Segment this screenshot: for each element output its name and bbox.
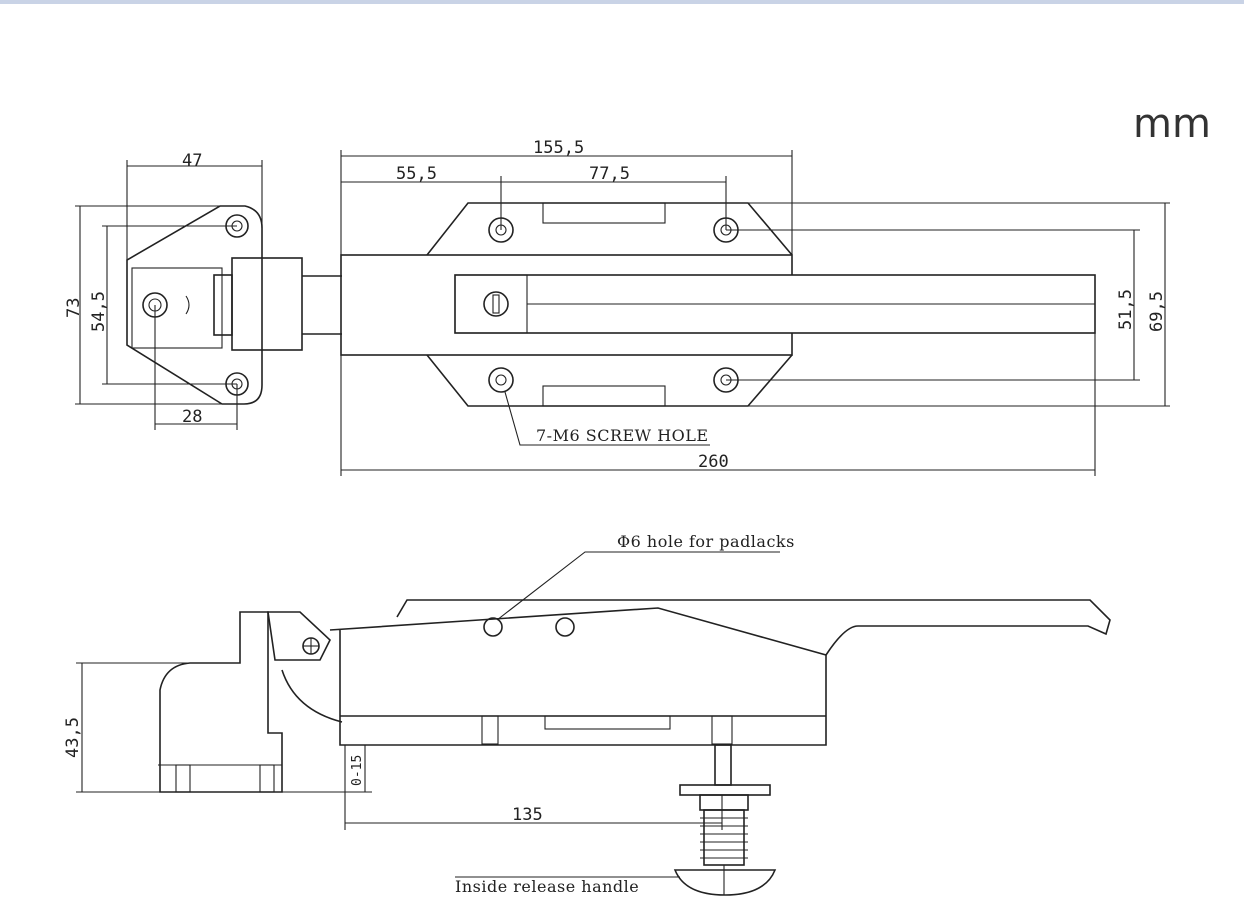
- dim-260: 260: [698, 452, 729, 472]
- dim-69-5: 69,5: [1147, 291, 1167, 332]
- padlock-hole-note: Φ6 hole for padlacks: [617, 532, 795, 551]
- dim-73: 73: [64, 298, 84, 318]
- dim-47: 47: [182, 151, 202, 171]
- dim-43-5: 43,5: [63, 717, 83, 758]
- dim-51-5: 51,5: [1116, 289, 1136, 330]
- latch-side-view: [329, 599, 1111, 896]
- unit-label: mm: [1133, 101, 1211, 147]
- dim-54-5: 54,5: [89, 291, 109, 332]
- dim-55-5: 55,5: [396, 164, 437, 184]
- dim-28: 28: [182, 407, 202, 427]
- dim-77-5: 77,5: [589, 164, 630, 184]
- side-view-dimensions: [76, 551, 780, 878]
- latch-body-top-view: [340, 202, 1096, 407]
- strike-plate-top-view: [126, 205, 342, 405]
- dim-135: 135: [512, 805, 543, 825]
- screw-hole-note: 7-M6 SCREW HOLE: [536, 426, 709, 445]
- release-handle-note: Inside release handle: [455, 877, 639, 896]
- top-view-dimensions: [75, 150, 1170, 476]
- dim-155-5: 155,5: [533, 138, 584, 158]
- release-spring: [700, 809, 748, 866]
- window-top-edge: [0, 0, 1244, 4]
- strike-side-view: [158, 611, 343, 793]
- dim-0-15: 0-15: [350, 755, 365, 786]
